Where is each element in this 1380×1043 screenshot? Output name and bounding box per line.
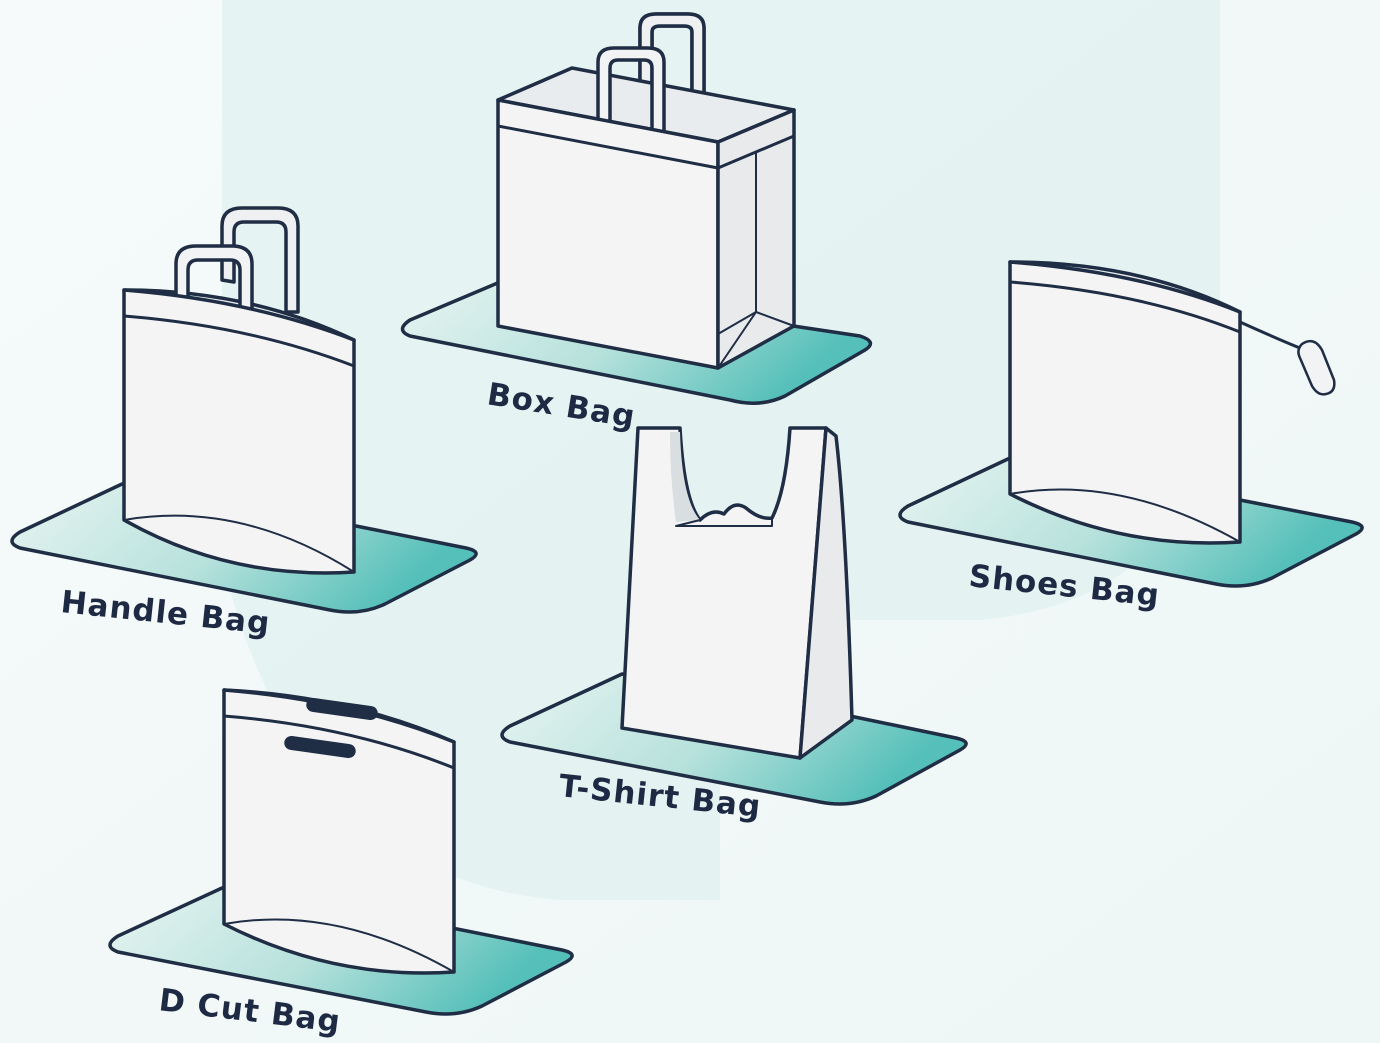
shoes-bag: Shoes Bag <box>898 260 1364 614</box>
box-bag: Box Bag <box>400 12 873 435</box>
handle-bag: Handle Bag <box>10 206 478 642</box>
d-cut-bag-icon <box>222 688 456 975</box>
d-cut-back-slot <box>306 697 378 721</box>
t-shirt-bag: T-Shirt Bag <box>500 426 968 825</box>
box-bag-icon <box>496 12 796 370</box>
handle-bag-icon <box>122 206 356 575</box>
d-cut-front-slot <box>284 735 356 759</box>
shoes-bag-icon <box>1008 260 1336 545</box>
background-blob <box>222 0 1220 900</box>
t-shirt-bag-icon <box>620 426 854 760</box>
